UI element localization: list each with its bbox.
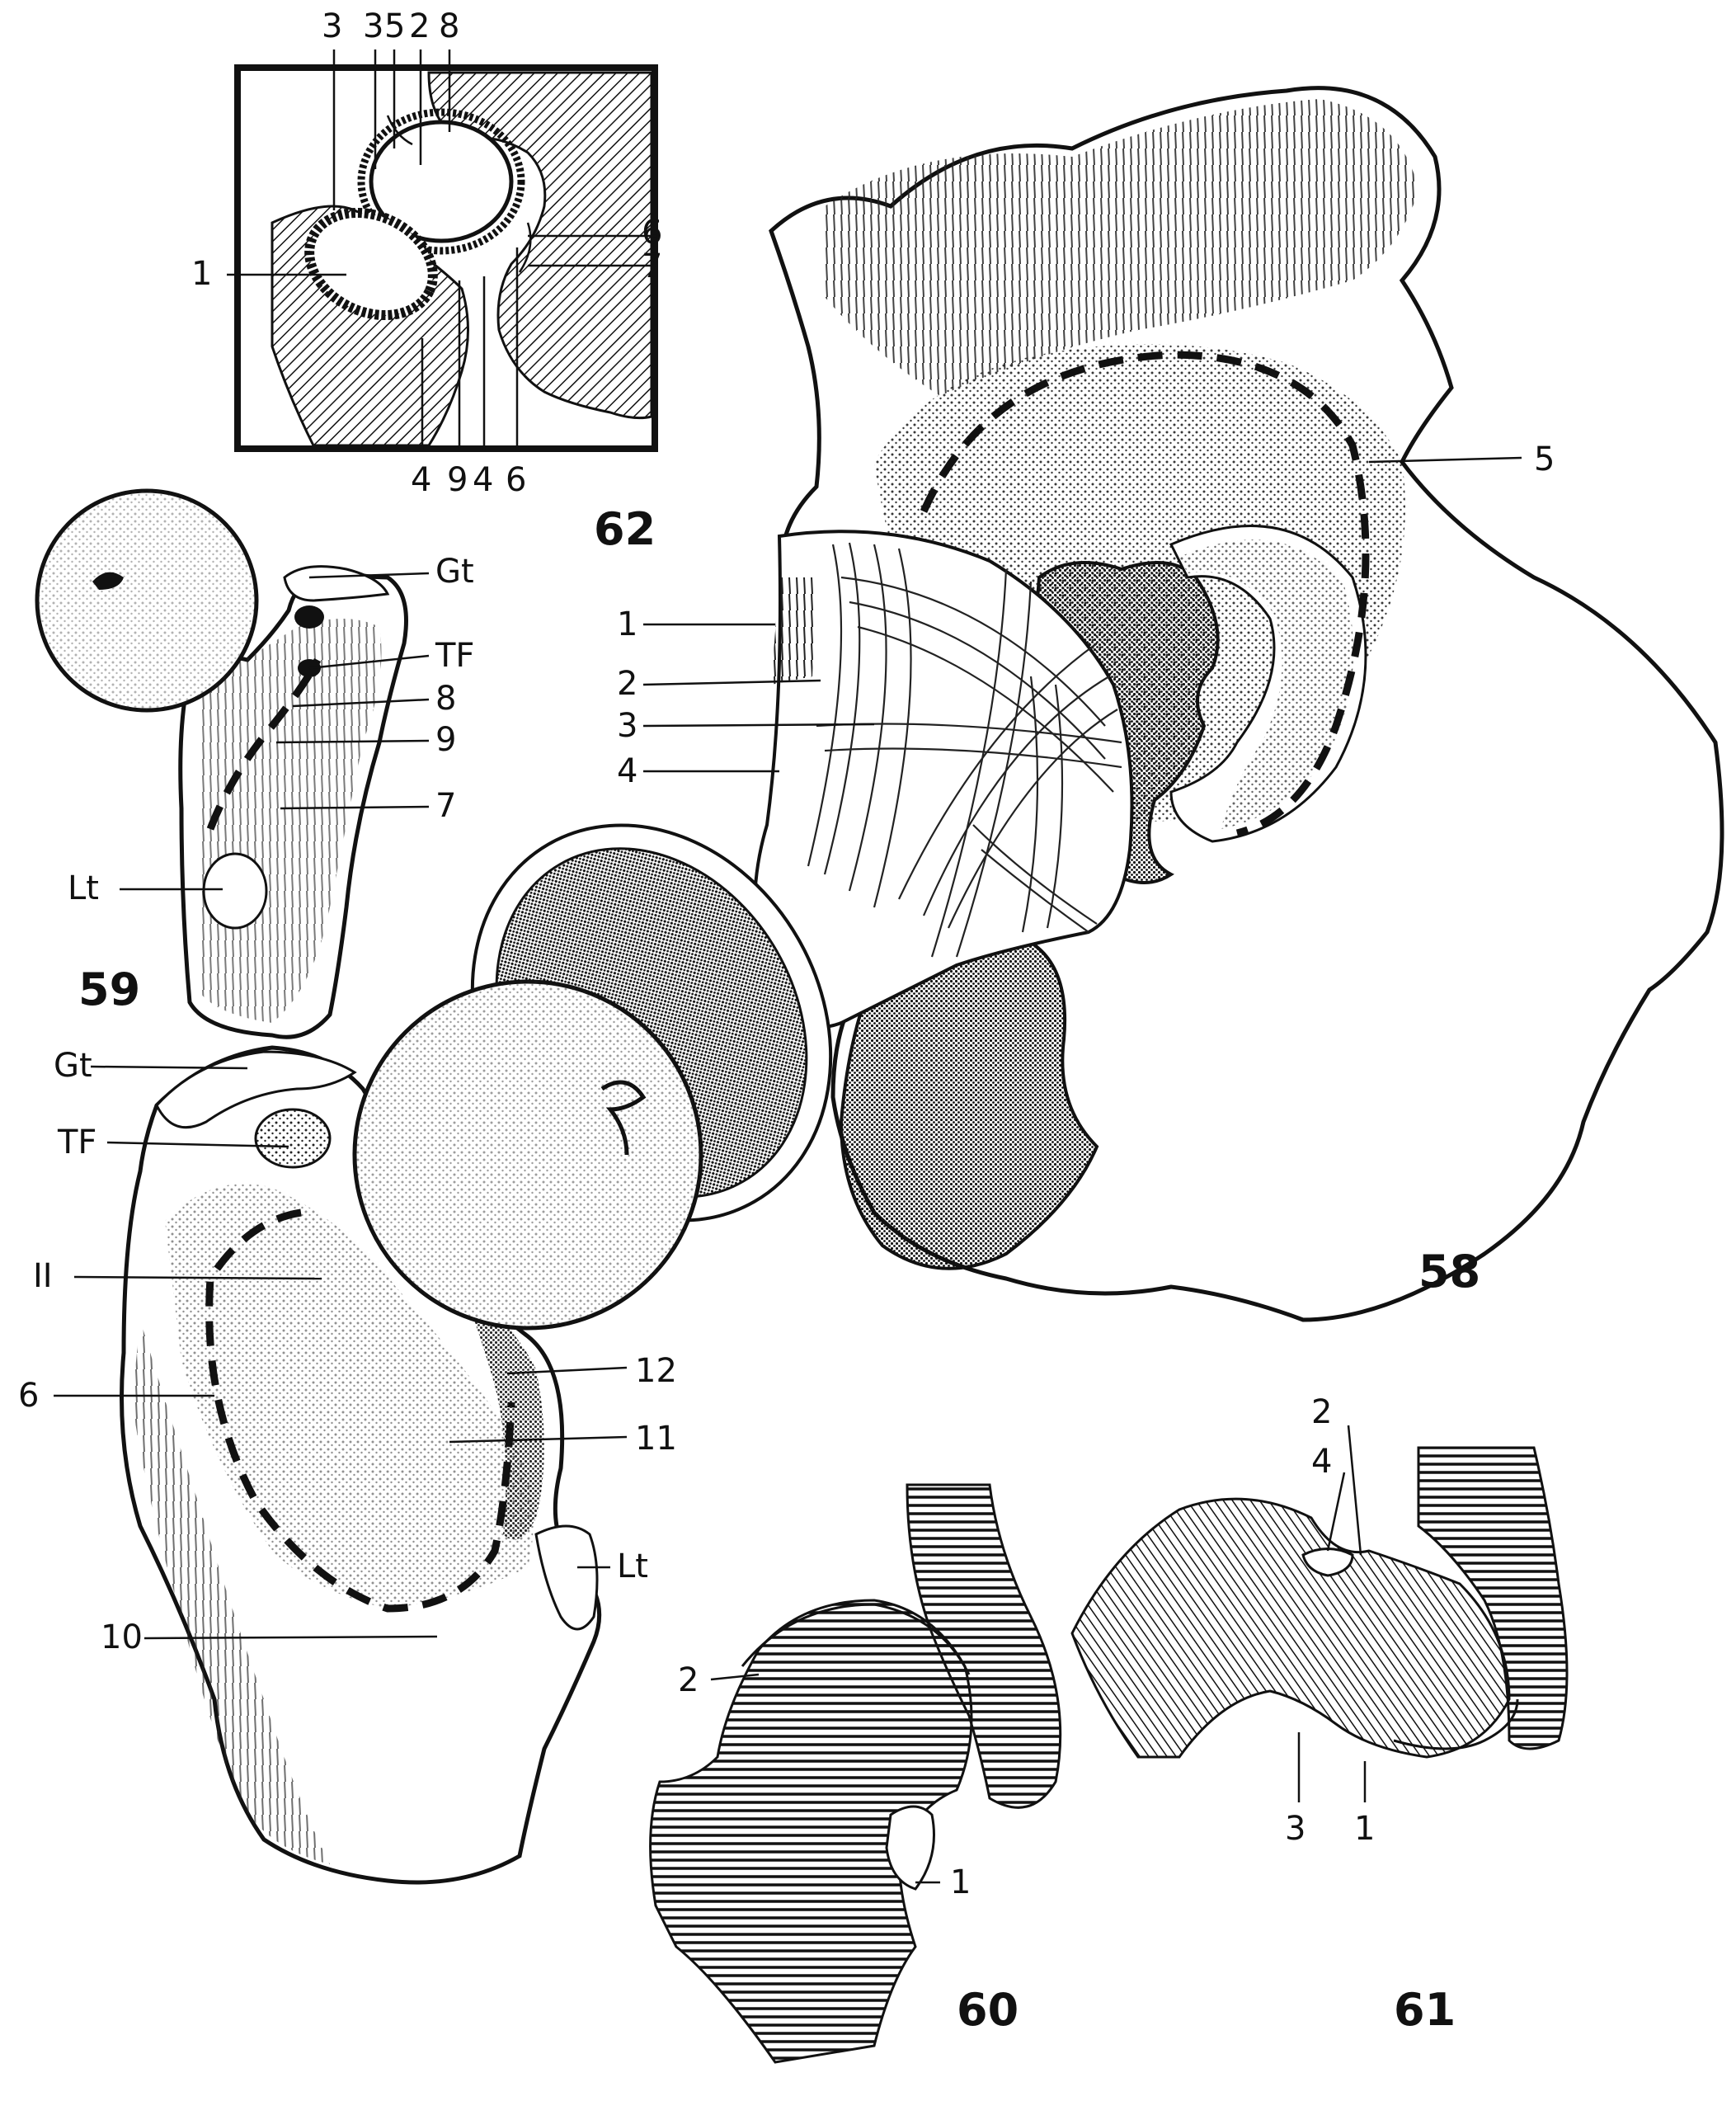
lesser-trochanter-large: [534, 1524, 599, 1631]
f58-label-5: 5: [1534, 440, 1555, 478]
capsule-ligaments: [753, 530, 1134, 1029]
f62-label-4a: 4: [411, 461, 431, 499]
ff-label-10: 10: [101, 1618, 143, 1656]
f61-label-2: 2: [1311, 1393, 1332, 1431]
figure-62-frontal-section: 3 3 5 2 8 1 6 7 4 9 4 6 62: [191, 7, 662, 555]
greater-trochanter-large: [155, 1050, 357, 1129]
f62-label-3b: 3: [363, 7, 383, 45]
f62-label-1: 1: [191, 255, 212, 293]
ff-label-11: 11: [635, 1420, 677, 1458]
femur-anterior-large: Gt TF II 6 12 11 Lt 10: [18, 979, 703, 1885]
figure-number-58: 58: [1418, 1246, 1480, 1298]
ff-label-tf: TF: [57, 1124, 96, 1161]
capsule-attachment-line: [920, 351, 1370, 837]
f62-label-4b: 4: [473, 461, 493, 499]
capsule-ring: [304, 207, 438, 321]
f60-label-1: 1: [950, 1863, 971, 1901]
f59-label-8: 8: [435, 680, 456, 718]
f61-label-4: 4: [1311, 1443, 1332, 1481]
f62-label-8: 8: [439, 7, 459, 45]
ff-label-gt: Gt: [54, 1047, 92, 1085]
f59-label-gt: Gt: [435, 553, 474, 591]
ff-label-6: 6: [18, 1377, 39, 1415]
f62-label-6b: 6: [506, 461, 526, 499]
f60-label-2: 2: [678, 1661, 699, 1699]
f59-label-7: 7: [435, 787, 456, 825]
f62-label-6: 6: [642, 214, 662, 252]
f61-label-3: 3: [1285, 1810, 1306, 1848]
pelvis-61: [1417, 1446, 1569, 1750]
f59-label-9: 9: [435, 721, 456, 759]
f61-label-1: 1: [1354, 1810, 1375, 1848]
femur-61: [1070, 1497, 1511, 1759]
figure-60-coronal-section: 2 1 60: [649, 1483, 1062, 2064]
figure-61-coronal-section: 2 4 3 1 61: [1070, 1393, 1569, 2036]
figure-number-60: 60: [957, 1984, 1019, 2036]
f59-label-tf: TF: [435, 637, 474, 675]
f58-label-2: 2: [617, 665, 637, 703]
figure-number-61: 61: [1394, 1984, 1456, 2036]
greater-trochanter-59: [283, 565, 390, 602]
f58-label-1: 1: [617, 605, 637, 643]
f58-label-4: 4: [617, 752, 637, 790]
figure-number-62: 62: [594, 503, 656, 555]
femoral-head-section: [369, 120, 514, 243]
f62-label-7: 7: [642, 247, 662, 285]
f62-label-5: 5: [384, 7, 405, 45]
figure-number-59: 59: [78, 963, 140, 1015]
f62-label-3a: 3: [322, 7, 342, 45]
lesser-trochanter-59: [202, 852, 268, 930]
f58-label-3: 3: [617, 707, 637, 745]
figure-59-femur-posterior: Gt TF 8 9 7 Lt 59: [35, 488, 474, 1039]
ff-label-12: 12: [635, 1352, 677, 1390]
f59-label-lt: Lt: [68, 869, 99, 907]
ff-label-ii: II: [33, 1257, 53, 1295]
f62-label-9: 9: [447, 461, 468, 499]
ligament-fibres: [807, 542, 1122, 958]
f62-label-2: 2: [409, 7, 430, 45]
ff-label-lt: Lt: [617, 1547, 648, 1585]
